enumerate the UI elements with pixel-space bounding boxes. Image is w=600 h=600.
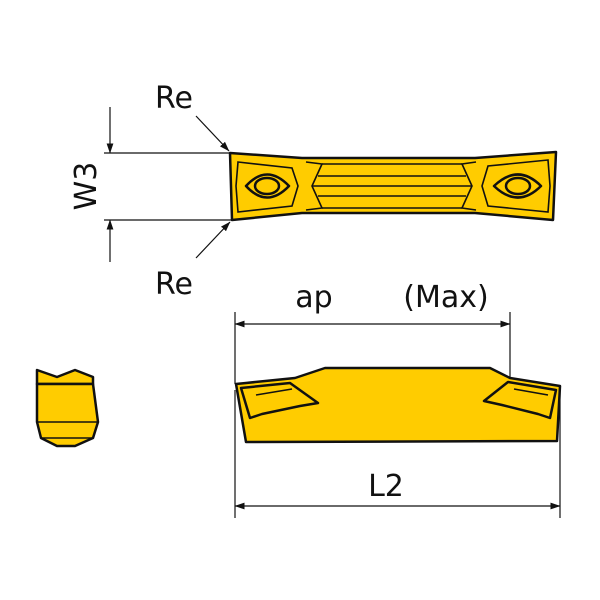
ap-label: ap bbox=[295, 280, 332, 315]
end-view-upper bbox=[35, 368, 95, 386]
re-callouts: Re Re bbox=[155, 81, 231, 302]
end-view bbox=[35, 368, 100, 448]
l2-label: L2 bbox=[368, 469, 404, 504]
w3-dimension: W3 bbox=[69, 107, 232, 262]
side-view-left-breaker bbox=[239, 381, 320, 420]
side-view bbox=[234, 366, 562, 444]
re-bottom-leader bbox=[195, 221, 231, 259]
side-view-right-breaker bbox=[482, 380, 558, 420]
ap-dimension: ap (Max) bbox=[234, 280, 511, 384]
top-view-right-eye-inner bbox=[504, 176, 532, 196]
top-view bbox=[228, 150, 558, 222]
side-view-left-rake bbox=[255, 388, 293, 396]
re-top-leader bbox=[195, 115, 230, 152]
top-view-left-pocket bbox=[235, 161, 299, 213]
l2-dimension: L2 bbox=[234, 390, 561, 518]
ap-max-label: (Max) bbox=[403, 280, 488, 315]
end-view-lower bbox=[35, 382, 100, 448]
top-view-left-eye-inner bbox=[253, 176, 281, 196]
side-view-right-rake bbox=[513, 388, 549, 396]
w3-label: W3 bbox=[69, 162, 104, 211]
re-top-label: Re bbox=[155, 81, 193, 116]
top-view-right-pocket bbox=[481, 159, 551, 213]
re-bottom-label: Re bbox=[155, 267, 193, 302]
